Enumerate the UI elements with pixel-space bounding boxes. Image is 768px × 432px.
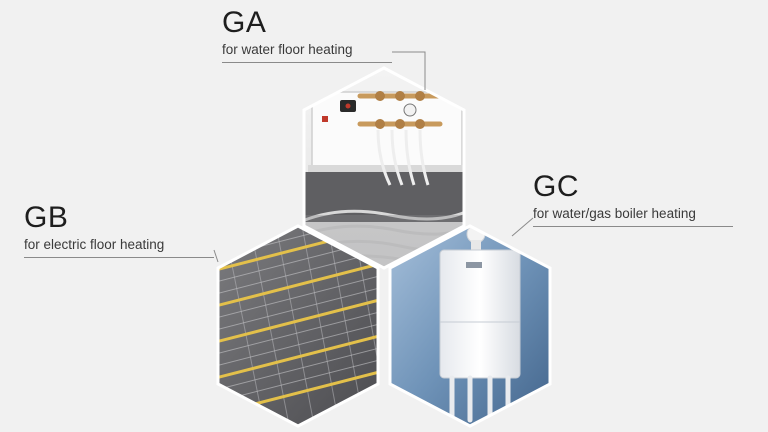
label-gc: GC for water/gas boiler heating	[533, 172, 733, 227]
label-ga-underline	[222, 62, 392, 63]
label-gb: GB for electric floor heating	[24, 203, 214, 258]
label-ga-description: for water floor heating	[222, 42, 353, 57]
hexagon-electric-floor-heating	[218, 226, 378, 426]
label-gb-underline	[24, 257, 214, 258]
label-gb-description: for electric floor heating	[24, 237, 165, 252]
label-gc-description: for water/gas boiler heating	[533, 206, 696, 221]
label-gb-code: GB	[24, 201, 69, 234]
label-gc-code: GC	[533, 170, 579, 203]
top-edge-mark	[406, 0, 466, 4]
label-ga-code: GA	[222, 6, 267, 39]
label-ga: GA for water floor heating	[222, 8, 392, 63]
hexagon-boiler-heating	[390, 226, 550, 426]
label-gc-underline	[533, 226, 733, 227]
